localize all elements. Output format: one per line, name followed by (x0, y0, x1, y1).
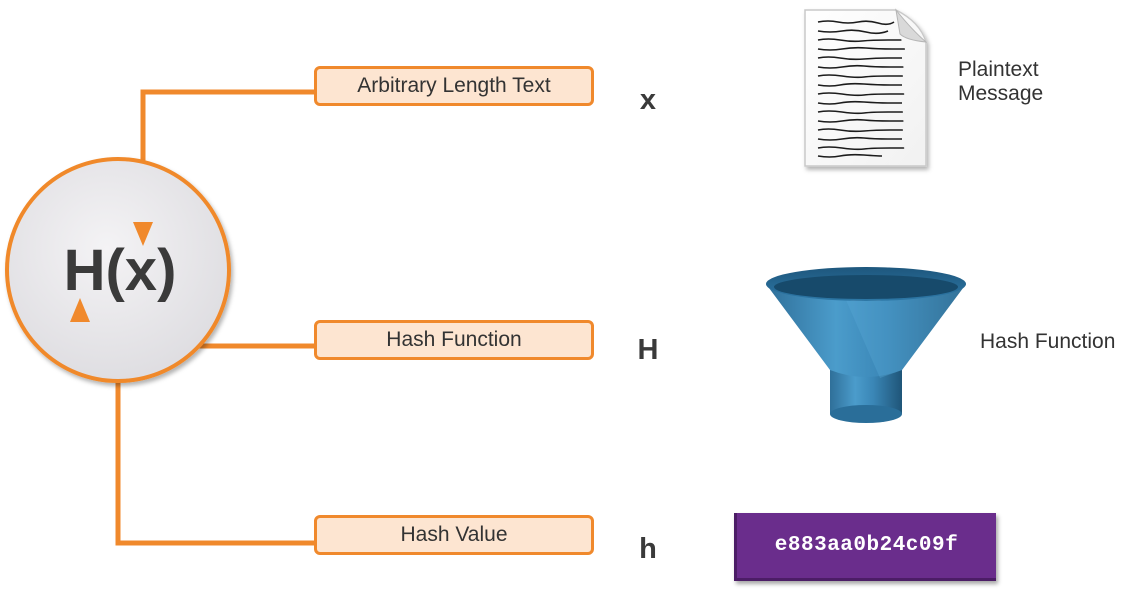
hash-value-display: e883aa0b24c09f (734, 513, 996, 581)
symbol-h-lower: h (639, 533, 657, 565)
arrowhead-down (133, 222, 153, 246)
label-hash-function: Hash Function (314, 320, 594, 360)
label-hash-value: Hash Value (314, 515, 594, 555)
label-arbitrary-length-text: Arbitrary Length Text (314, 66, 594, 106)
caption-hash-function: Hash Function (980, 330, 1116, 353)
document-icon (804, 8, 928, 167)
function-symbol: H(x) (63, 238, 177, 303)
symbol-h-upper: H (637, 334, 659, 366)
symbol-x: x (639, 84, 657, 116)
function-circle (5, 157, 231, 383)
funnel-icon (766, 267, 966, 423)
caption-plaintext-message: Plaintext Message (958, 58, 1044, 105)
arrowhead-up (70, 298, 90, 322)
connector-output (115, 378, 316, 546)
